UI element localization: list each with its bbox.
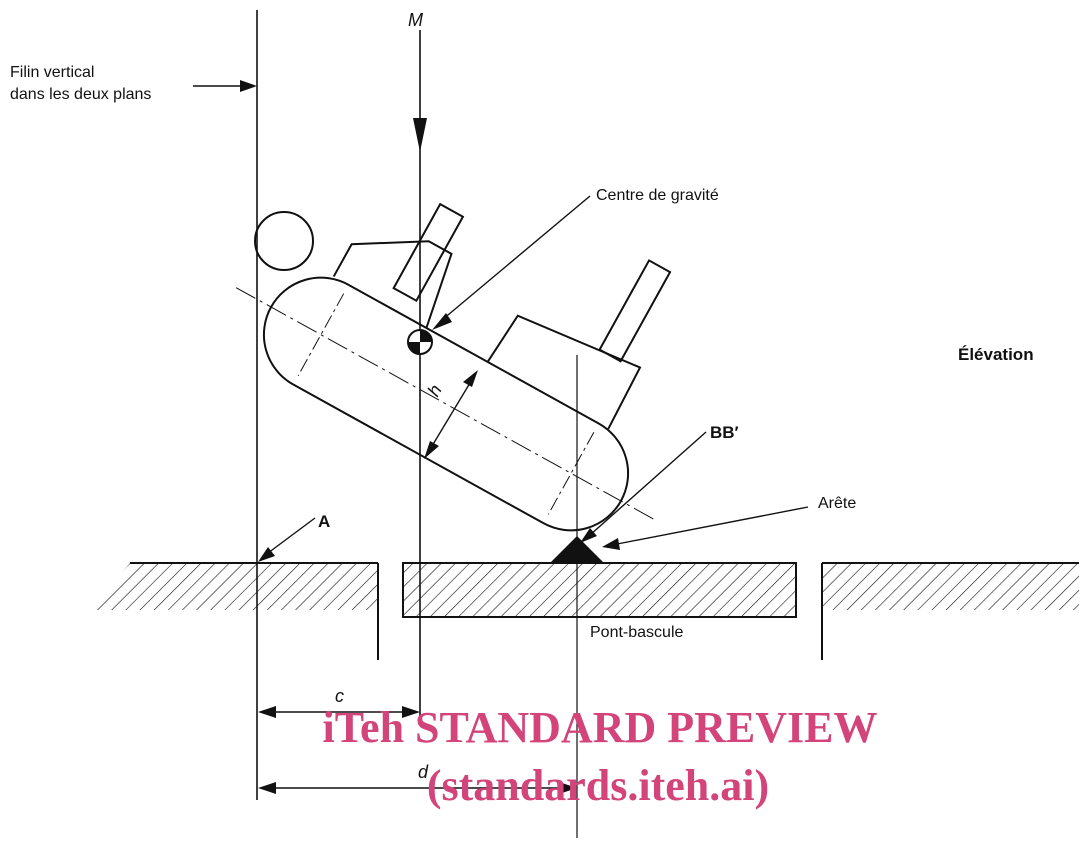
ground-left xyxy=(90,562,379,660)
bb-arrow xyxy=(580,528,597,543)
m-label: M xyxy=(408,10,423,30)
h-arrow-top xyxy=(463,370,478,387)
edge-leader xyxy=(611,506,809,546)
edge-arrow xyxy=(602,538,620,550)
machine-axis xyxy=(235,287,657,521)
front-attachment-circle xyxy=(254,211,314,271)
ground-right xyxy=(821,562,1079,660)
a-leader xyxy=(267,517,316,554)
vertical-line-label-2: dans les deux plans xyxy=(10,86,151,103)
watermark-line-2: (standards.iteh.ai) xyxy=(427,761,769,810)
h-label: h xyxy=(423,381,445,400)
rear-wheel-axis xyxy=(547,431,595,515)
edge-label: Arête xyxy=(818,495,856,512)
bb-leader xyxy=(589,431,707,536)
edge-support xyxy=(550,536,604,563)
front-wheel-axis xyxy=(297,293,345,377)
weighbridge-label: Pont-bascule xyxy=(590,624,683,641)
m-arrowhead xyxy=(413,118,427,152)
front-bonnet xyxy=(332,240,453,329)
h-dimension-line xyxy=(425,372,477,457)
rear-post xyxy=(598,259,672,363)
a-arrow xyxy=(258,547,275,562)
cab-body xyxy=(486,314,642,430)
d-arrow-left xyxy=(258,782,276,794)
c-arrow-right xyxy=(402,706,420,718)
d-arrow-right xyxy=(559,782,577,794)
center-of-gravity-marker xyxy=(407,329,433,355)
d-label: d xyxy=(418,762,429,782)
h-arrow-bottom xyxy=(424,441,439,459)
weighbridge-platform xyxy=(402,562,797,618)
c-label: c xyxy=(335,686,344,706)
vertical-line-label-1: Filin vertical xyxy=(10,64,94,81)
center-of-gravity-arrow xyxy=(432,313,452,330)
elevation-label: Élévation xyxy=(958,345,1034,364)
watermark-line-1: iTeh STANDARD PREVIEW xyxy=(323,703,878,752)
center-of-gravity-label: Centre de gravité xyxy=(596,187,719,204)
exhaust-stack xyxy=(392,202,465,303)
a-label: A xyxy=(318,512,330,531)
c-arrow-left xyxy=(258,706,276,718)
bb-label: BB′ xyxy=(710,423,739,442)
tilted-machine xyxy=(235,202,672,532)
center-of-gravity-leader xyxy=(441,195,591,321)
vertical-line-leader-arrow xyxy=(240,80,257,92)
